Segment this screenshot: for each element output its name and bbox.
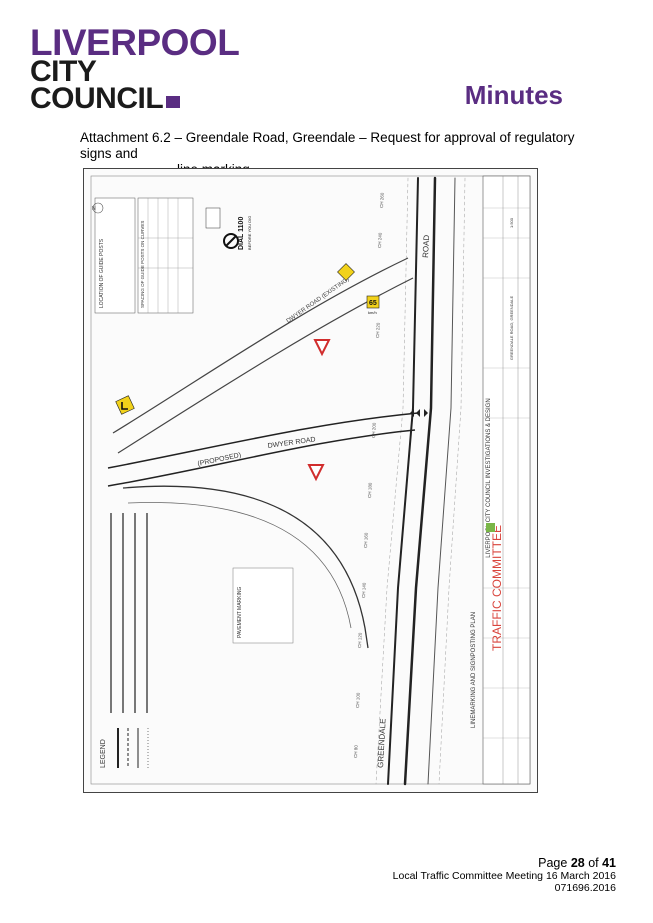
chainage-label: CH 100 [355, 692, 361, 708]
logo-mark-icon [166, 96, 181, 108]
pavement-marking-label: PAVEMENT MARKING [237, 586, 243, 638]
curve-warning-sign-icon [115, 395, 135, 415]
speed-advisory-sign [366, 295, 380, 309]
title-block-traffic-committee: TRAFFIC COMMITTEE [490, 525, 504, 651]
dial-before-you-dig-sub: BEFORE YOU DIG [247, 216, 252, 250]
chevron-markers-icon [410, 409, 428, 417]
pavement-marking-box [232, 567, 294, 644]
chainage-label: CH 260 [379, 192, 385, 208]
location-guide-posts-title: LOCATION OF GUIDE POSTS [99, 238, 105, 308]
road-label-road: ROAD [421, 234, 431, 258]
page-footer: Page 28 of 41 Local Traffic Committee Me… [393, 856, 616, 894]
north-arrow-icon [92, 202, 104, 214]
dial-logo-box [205, 207, 221, 229]
logo-line-3: COUNCIL [30, 84, 239, 114]
page-number: Page 28 of 41 [538, 856, 616, 870]
chainage-label: CH 240 [377, 232, 383, 248]
give-way-sign-icon [313, 339, 331, 357]
drawing-scale: 1:500 [509, 217, 514, 228]
dwyer-road-proposed-north-edge [107, 412, 419, 469]
winding-road-sign-icon [337, 263, 355, 281]
chainage-label: CH 160 [363, 532, 369, 548]
meeting-info: Local Traffic Committee Meeting 16 March… [392, 870, 616, 882]
chainage-label: CH 120 [357, 632, 363, 648]
dwyer-road-existing-north-edge [112, 257, 409, 434]
north-label: N [92, 206, 96, 212]
chainage-label: CH 220 [375, 322, 381, 338]
title-block-logo-icon [486, 523, 495, 532]
logo-line-2: CITY [30, 55, 97, 88]
title-block [482, 175, 531, 785]
plan-title: LINEMARKING AND SIGNPOSTING PLAN [471, 612, 477, 728]
title-block-council: LIVERPOOL CITY COUNCIL INVESTIGATIONS & … [486, 398, 492, 557]
location-guide-posts-table [94, 197, 136, 314]
give-way-sign-2-icon [307, 464, 325, 482]
chainage-label: CH 80 [353, 745, 359, 758]
guide-posts-spacing-title: SPACING OF GUIDE POSTS ON CURVES [140, 221, 145, 308]
dwyer-road-proposed-curve [122, 485, 369, 649]
speed-advisory-unit: km/h [368, 310, 377, 315]
engineering-plan-drawing: TRAFFIC COMMITTEE LIVERPOOL CITY COUNCIL… [83, 168, 538, 793]
speed-advisory-value: 65 [369, 300, 377, 307]
greendale-road-centreline [403, 176, 437, 786]
chainage-label: CH 200 [371, 422, 377, 438]
page-title: Minutes [464, 80, 563, 110]
guide-posts-spacing-table [137, 197, 194, 314]
dial-before-you-dig-icon [223, 233, 239, 249]
caption-line-1: Attachment 6.2 – Greendale Road, Greenda… [80, 130, 575, 161]
road-label-greendale: GREENDALE [376, 718, 388, 768]
greendale-road-west-edge [427, 177, 456, 785]
dial-before-you-dig: DIAL 1100 [238, 217, 245, 250]
document-reference: 071696.2016 [554, 882, 616, 894]
logo-line-1: LIVERPOOL [30, 22, 240, 63]
drawing-frame [83, 168, 538, 793]
chainage-label: CH 140 [361, 582, 367, 598]
legend-title: LEGEND [100, 739, 107, 768]
title-block-project: GREENDALE ROAD, GREENDALE [509, 296, 514, 361]
council-logo: LIVERPOOL CITY COUNCIL [30, 22, 240, 114]
chainage-label: CH 180 [367, 482, 373, 498]
greendale-road-east-edge [387, 177, 419, 785]
